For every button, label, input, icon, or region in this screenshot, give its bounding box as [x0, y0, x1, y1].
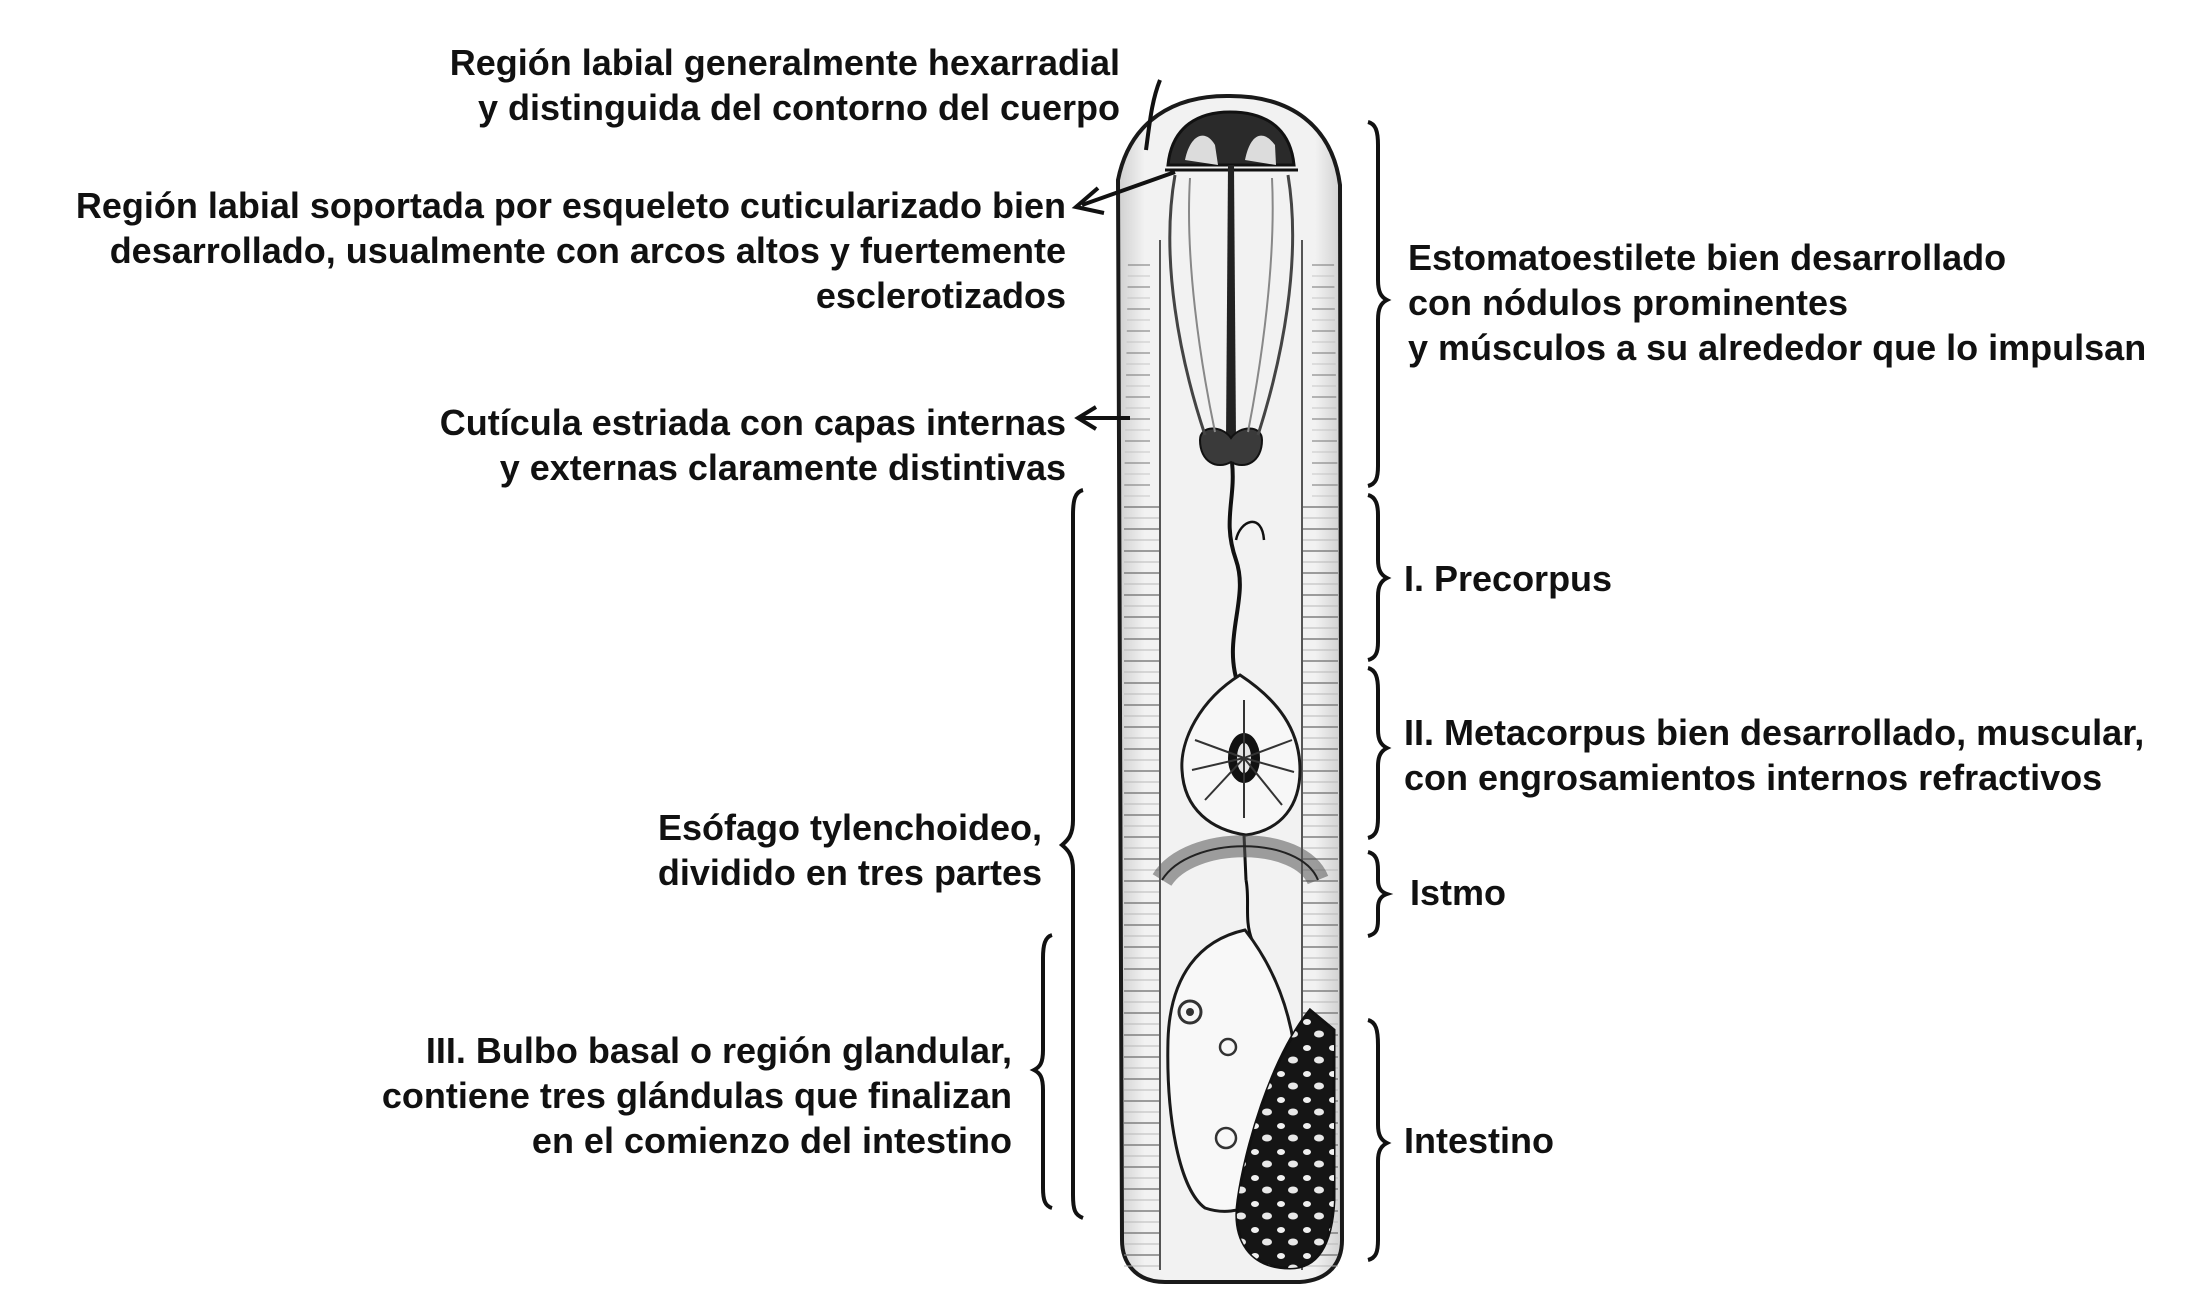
arrow-labial-skeleton	[1071, 170, 1176, 215]
label-labial-skeleton: Región labial soportada por esqueleto cu…	[75, 185, 1066, 316]
bracket-isthmus	[1367, 850, 1394, 938]
arrow-cuticle	[1074, 405, 1130, 431]
label-metacorpus: II. Metacorpus bien desarrollado, muscul…	[1404, 712, 2145, 798]
label-labial-hexarradial: Región labial generalmente hexarradial y…	[449, 42, 1120, 128]
label-intestine: Intestino	[1404, 1120, 1554, 1161]
bracket-intestine	[1367, 1018, 1392, 1262]
label-esophagus: Esófago tylenchoideo, dividido en tres p…	[657, 807, 1042, 893]
label-cuticle: Cutícula estriada con capas internas y e…	[439, 402, 1066, 488]
bracket-stylet	[1367, 120, 1392, 488]
label-precorpus: I. Precorpus	[1404, 558, 1613, 599]
label-isthmus: Istmo	[1410, 872, 1507, 913]
stylet	[1168, 165, 1295, 467]
bracket-basal-bulb	[1029, 933, 1053, 1210]
bracket-metacorpus	[1367, 666, 1392, 840]
label-basal-bulb: III. Bulbo basal o región glandular, con…	[381, 1030, 1012, 1161]
bracket-precorpus	[1367, 493, 1392, 662]
label-stylet: Estomatoestilete bien desarrollado con n…	[1408, 237, 2147, 368]
intestine	[1235, 1007, 1336, 1270]
metacorpus	[1180, 673, 1302, 881]
labial-region	[1165, 110, 1298, 172]
bracket-esophagus	[1058, 488, 1084, 1220]
bracket-labial	[1144, 79, 1162, 151]
precorpus-lumen	[1227, 461, 1266, 721]
